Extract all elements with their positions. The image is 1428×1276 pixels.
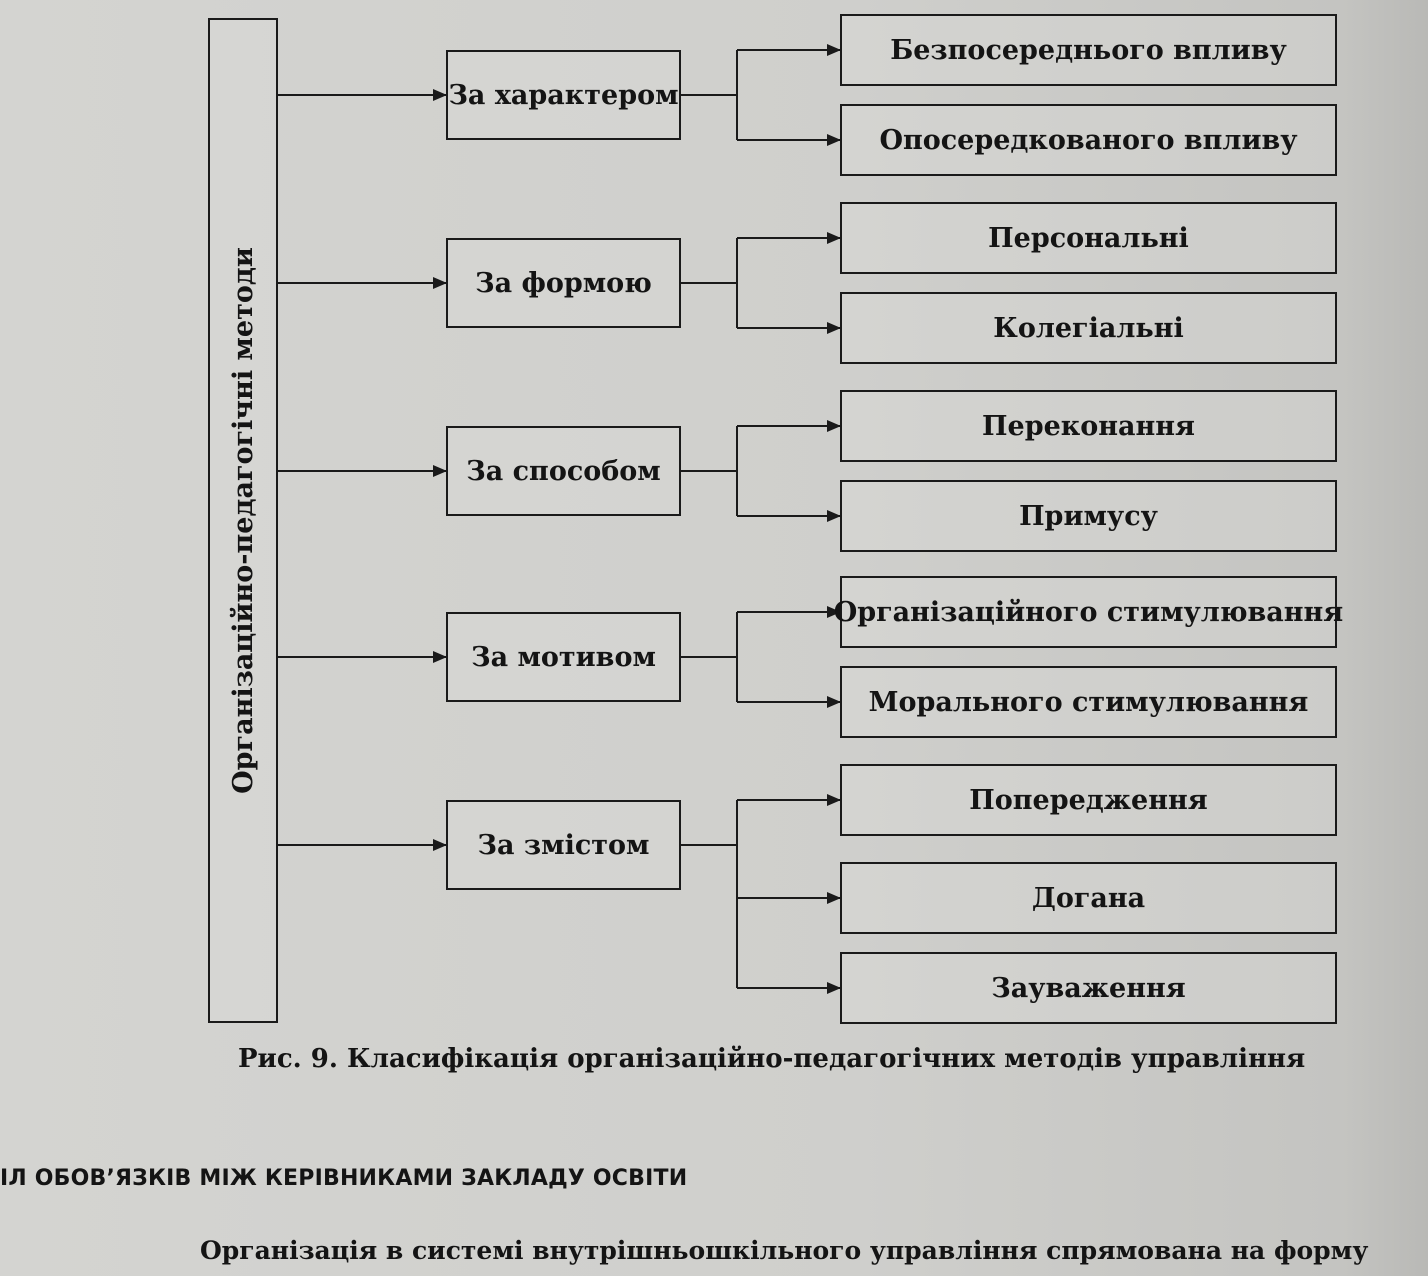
- leaf-label: Персональні: [988, 222, 1189, 254]
- leaf-box-indirect-influence: Опосередкованого впливу: [840, 104, 1337, 176]
- leaf-box-collegial: Колегіальні: [840, 292, 1337, 364]
- group-label: За мотивом: [471, 641, 656, 673]
- group-label: За змістом: [477, 829, 650, 861]
- figure-caption: Рис. 9. Класифікація організаційно-педаг…: [238, 1044, 1306, 1074]
- group-box-character: За характером: [446, 50, 681, 140]
- leaf-label: Догана: [1031, 882, 1146, 914]
- leaf-label: Безпосереднього впливу: [890, 34, 1287, 66]
- leaf-label: Примусу: [1019, 500, 1158, 532]
- root-box: Організаційно-педагогічні методи: [208, 18, 278, 1023]
- group-box-form: За формою: [446, 238, 681, 328]
- leaf-box-persuasion: Переконання: [840, 390, 1337, 462]
- leaf-box-organizational-stimulation: Організаційного стимулювання: [834, 576, 1343, 648]
- leaf-label: Колегіальні: [993, 312, 1184, 344]
- leaf-label: Організаційного стимулювання: [833, 596, 1344, 628]
- group-label: За способом: [466, 455, 661, 487]
- group-box-content: За змістом: [446, 800, 681, 890]
- leaf-box-personal: Персональні: [840, 202, 1337, 274]
- leaf-box-direct-influence: Безпосереднього впливу: [840, 14, 1337, 86]
- leaf-box-coercion: Примусу: [840, 480, 1337, 552]
- leaf-label: Попередження: [969, 784, 1208, 816]
- root-label: Організаційно-педагогічні методи: [227, 247, 259, 794]
- leaf-label: Переконання: [982, 410, 1195, 442]
- leaf-box-moral-stimulation: Морального стимулювання: [840, 666, 1337, 738]
- section-heading: ІЛ ОБОВ’ЯЗКІВ МІЖ КЕРІВНИКАМИ ЗАКЛАДУ ОС…: [0, 1166, 688, 1191]
- group-box-method: За способом: [446, 426, 681, 516]
- leaf-box-reprimand: Догана: [840, 862, 1337, 934]
- leaf-box-warning: Попередження: [840, 764, 1337, 836]
- group-label: За формою: [475, 267, 652, 299]
- leaf-label: Зауваження: [991, 972, 1186, 1004]
- body-text: Організація в системі внутрішньошкільног…: [200, 1236, 1369, 1265]
- leaf-label: Опосередкованого впливу: [879, 124, 1298, 156]
- group-box-motive: За мотивом: [446, 612, 681, 702]
- group-label: За характером: [448, 79, 679, 111]
- leaf-box-remark: Зауваження: [840, 952, 1337, 1024]
- leaf-label: Морального стимулювання: [868, 686, 1309, 718]
